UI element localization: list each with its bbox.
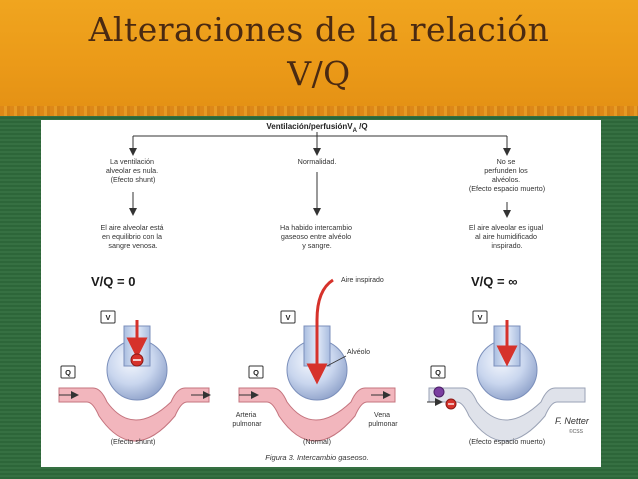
col2-bottom-label: (Normal) (303, 437, 331, 446)
blood-cell-icon (433, 386, 445, 398)
col1-desc-line: (Efecto shunt) (111, 175, 156, 184)
panel-dead-space: V Q (Efecto espacio muerto) F. Netter ©C… (427, 310, 590, 446)
slide-title-line-1: Alteraciones de la relación (88, 10, 550, 49)
col3-result-line: El aire alveolar es igual (469, 223, 544, 232)
q-label-box (60, 365, 76, 379)
q-label: Q (253, 368, 259, 377)
col3-result-line: inspirado. (491, 241, 522, 250)
col1-result-line: El aire alveolar está (100, 223, 163, 232)
v-label-box (472, 310, 488, 324)
col1-result-line: sangre venosa. (108, 241, 157, 250)
col3-result-line: al aire humidificado (475, 232, 537, 241)
col2-result-line: y sangre. (302, 241, 332, 250)
q-label-box (248, 365, 264, 379)
blood-vessel (238, 387, 396, 442)
alveolo-label: Alvéolo (347, 349, 370, 356)
q-label: Q (65, 368, 71, 377)
col1-result: El aire alveolar está en equilibrio con … (100, 223, 165, 250)
vena-label-line: Vena (374, 412, 390, 419)
blood-vessel (428, 387, 586, 442)
panel-shunt: V Q (Efecto shunt) (58, 310, 211, 446)
col1-desc: La ventilación alveolar es nula. (Efecto… (106, 157, 160, 184)
col1-bottom-label: (Efecto shunt) (111, 437, 156, 446)
col3-desc-line: (Efecto espacio muerto) (469, 184, 545, 193)
inspired-air-arrow (306, 278, 334, 385)
col2-result-line: gaseoso entre alvéolo (281, 232, 351, 241)
col3-ratio: V/Q = ∞ (471, 274, 517, 289)
figure-panel: Ventilación/perfusiónVA /Q La ventilació… (41, 120, 601, 467)
v-label: V (105, 313, 110, 322)
slide-title: Alteraciones de la relación V/Q (0, 8, 638, 96)
col2-result-line: Ha habido intercambio (280, 223, 352, 232)
title-band (0, 0, 638, 116)
col3-result: El aire alveolar es igual al aire humidi… (469, 223, 545, 250)
col1-desc-line: alveolar es nula. (106, 166, 158, 175)
col3-desc-line: alvéolos. (492, 175, 520, 184)
q-label: Q (435, 368, 441, 377)
signature-mark: ©CSS (569, 428, 584, 435)
figure-header-symbol: V (347, 122, 353, 131)
v-label: V (477, 313, 482, 322)
arteria-label-line: pulmonar (232, 421, 262, 428)
alveolo-pointer (326, 355, 347, 367)
blood-vessel (58, 387, 210, 442)
col1-desc-line: La ventilación (110, 157, 154, 166)
col3-desc: No se perfunden los alvéolos. (Efecto es… (469, 157, 545, 193)
q-label-box (430, 365, 446, 379)
vq-diagram: Ventilación/perfusiónVA /Q La ventilació… (58, 122, 590, 462)
col2-desc-line: Normalidad. (298, 157, 337, 166)
figure-header-subscript: A (353, 128, 358, 134)
aire-inspirado-label: Aire inspirado (341, 277, 384, 284)
vena-label: Vena pulmonar (368, 412, 398, 428)
v-label-box (280, 310, 296, 324)
figure-header-tail: /Q (357, 122, 368, 131)
col3-bottom-label: (Efecto espacio muerto) (469, 437, 545, 446)
figure-header: Ventilación/perfusiónVA /Q (266, 122, 367, 134)
v-label-box (100, 310, 116, 324)
col3-desc-line: perfunden los (484, 166, 528, 175)
col2-desc: Normalidad. (298, 157, 337, 166)
slide-title-line-2: V/Q (287, 54, 351, 93)
netter-signature: F. Netter (555, 416, 590, 426)
figure-header-text: Ventilación/perfusión (266, 122, 347, 131)
col2-result: Ha habido intercambio gaseoso entre alvé… (280, 223, 354, 250)
vena-label-line: pulmonar (368, 421, 398, 428)
panel-normal: Aire inspirado Alvéolo V Q Arteria pulmo… (232, 277, 398, 446)
col1-ratio: V/Q = 0 (91, 274, 135, 289)
arteria-label-line: Arteria (236, 412, 257, 419)
col3-desc-line: No se (497, 157, 516, 166)
arteria-label: Arteria pulmonar (232, 412, 262, 428)
v-label: V (285, 313, 290, 322)
figure-caption: Figura 3. Intercambio gaseoso. (265, 453, 368, 462)
col1-result-line: en equilibrio con la (102, 232, 162, 241)
